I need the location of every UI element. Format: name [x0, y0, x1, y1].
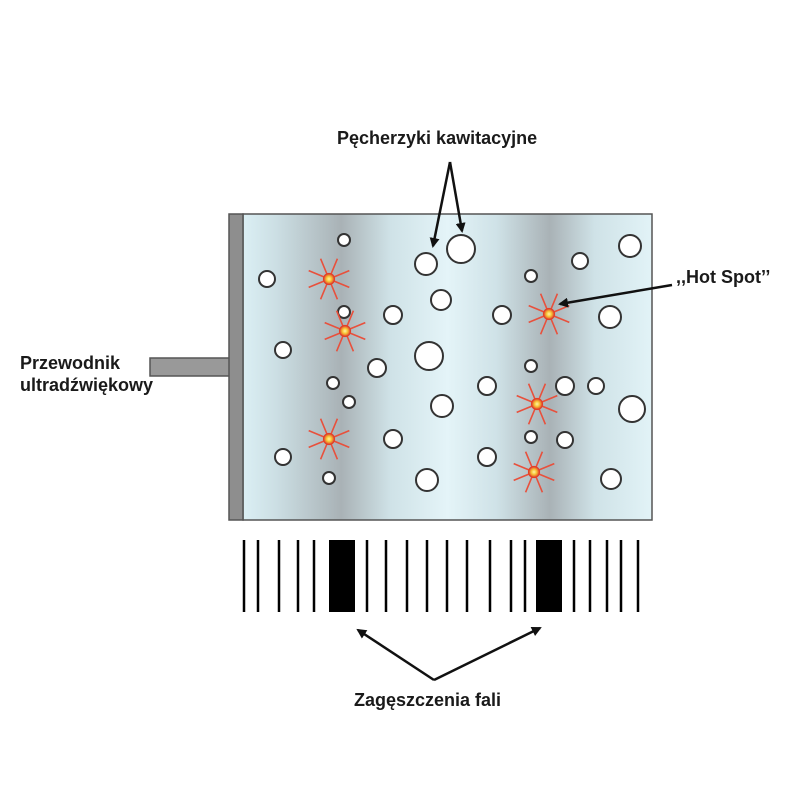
bubble: [598, 305, 622, 329]
bubble: [383, 305, 403, 325]
bubble: [571, 252, 589, 270]
hot-spot-core: [542, 307, 556, 321]
hot-spot-core: [322, 432, 336, 446]
transducer-rod: [149, 357, 231, 377]
bubbles-arrows: [429, 161, 466, 248]
bubble: [600, 468, 622, 490]
bubble: [477, 447, 497, 467]
hot-spot: [324, 310, 366, 352]
bubbles-label: Pęcherzyki kawitacyjne: [337, 128, 538, 148]
bubble: [414, 341, 444, 371]
bubble: [322, 471, 336, 485]
bubbles-arrow-right: [448, 161, 466, 233]
hot-spot: [513, 451, 555, 493]
transducer-label-line1: Przewodnik: [20, 353, 121, 373]
bubble: [556, 431, 574, 449]
bubble: [618, 395, 646, 423]
compression-label: Zagęszczenia fali: [354, 690, 502, 710]
bubble: [258, 270, 276, 288]
bubble: [477, 376, 497, 396]
bubble: [367, 358, 387, 378]
bubble: [415, 468, 439, 492]
sound-wave-lines: [242, 540, 640, 612]
bubble: [383, 429, 403, 449]
bubbles-arrow-left: [429, 161, 452, 248]
hot-spot-core: [527, 465, 541, 479]
hot-spot: [308, 258, 350, 300]
bubble: [274, 448, 292, 466]
bubble: [492, 305, 512, 325]
bubble: [342, 395, 356, 409]
bubble: [618, 234, 642, 258]
hot-spot-label: ,,Hot Spot’’: [676, 267, 771, 287]
bubble: [555, 376, 575, 396]
compression-arrow-left: [356, 628, 435, 682]
liquid-container: [242, 213, 653, 521]
compression-arrow-right: [433, 626, 542, 682]
hot-spot: [516, 383, 558, 425]
compression-arrows: [356, 626, 542, 682]
bubble: [337, 233, 351, 247]
bubble: [587, 377, 605, 395]
hot-spot-arrow: [558, 283, 673, 308]
transducer-label-line2: ultradźwiękowy: [20, 375, 154, 395]
bubble: [524, 359, 538, 373]
hot-spot-core: [338, 324, 352, 338]
transducer-label: Przewodnik ultradźwiękowy: [20, 352, 153, 396]
hot-spots: [308, 258, 570, 493]
bubble: [326, 376, 340, 390]
bubble: [414, 252, 438, 276]
hot-spot: [308, 418, 350, 460]
bubble: [524, 430, 538, 444]
hot-spot-core: [530, 397, 544, 411]
bubble: [446, 234, 476, 264]
bubble: [274, 341, 292, 359]
hot-spot: [528, 293, 570, 335]
transducer-wall: [228, 213, 244, 521]
bubble: [430, 289, 452, 311]
bubble: [337, 305, 351, 319]
hot-spot-core: [322, 272, 336, 286]
cavitation-bubbles: [258, 233, 646, 492]
bubble: [524, 269, 538, 283]
bubble: [430, 394, 454, 418]
